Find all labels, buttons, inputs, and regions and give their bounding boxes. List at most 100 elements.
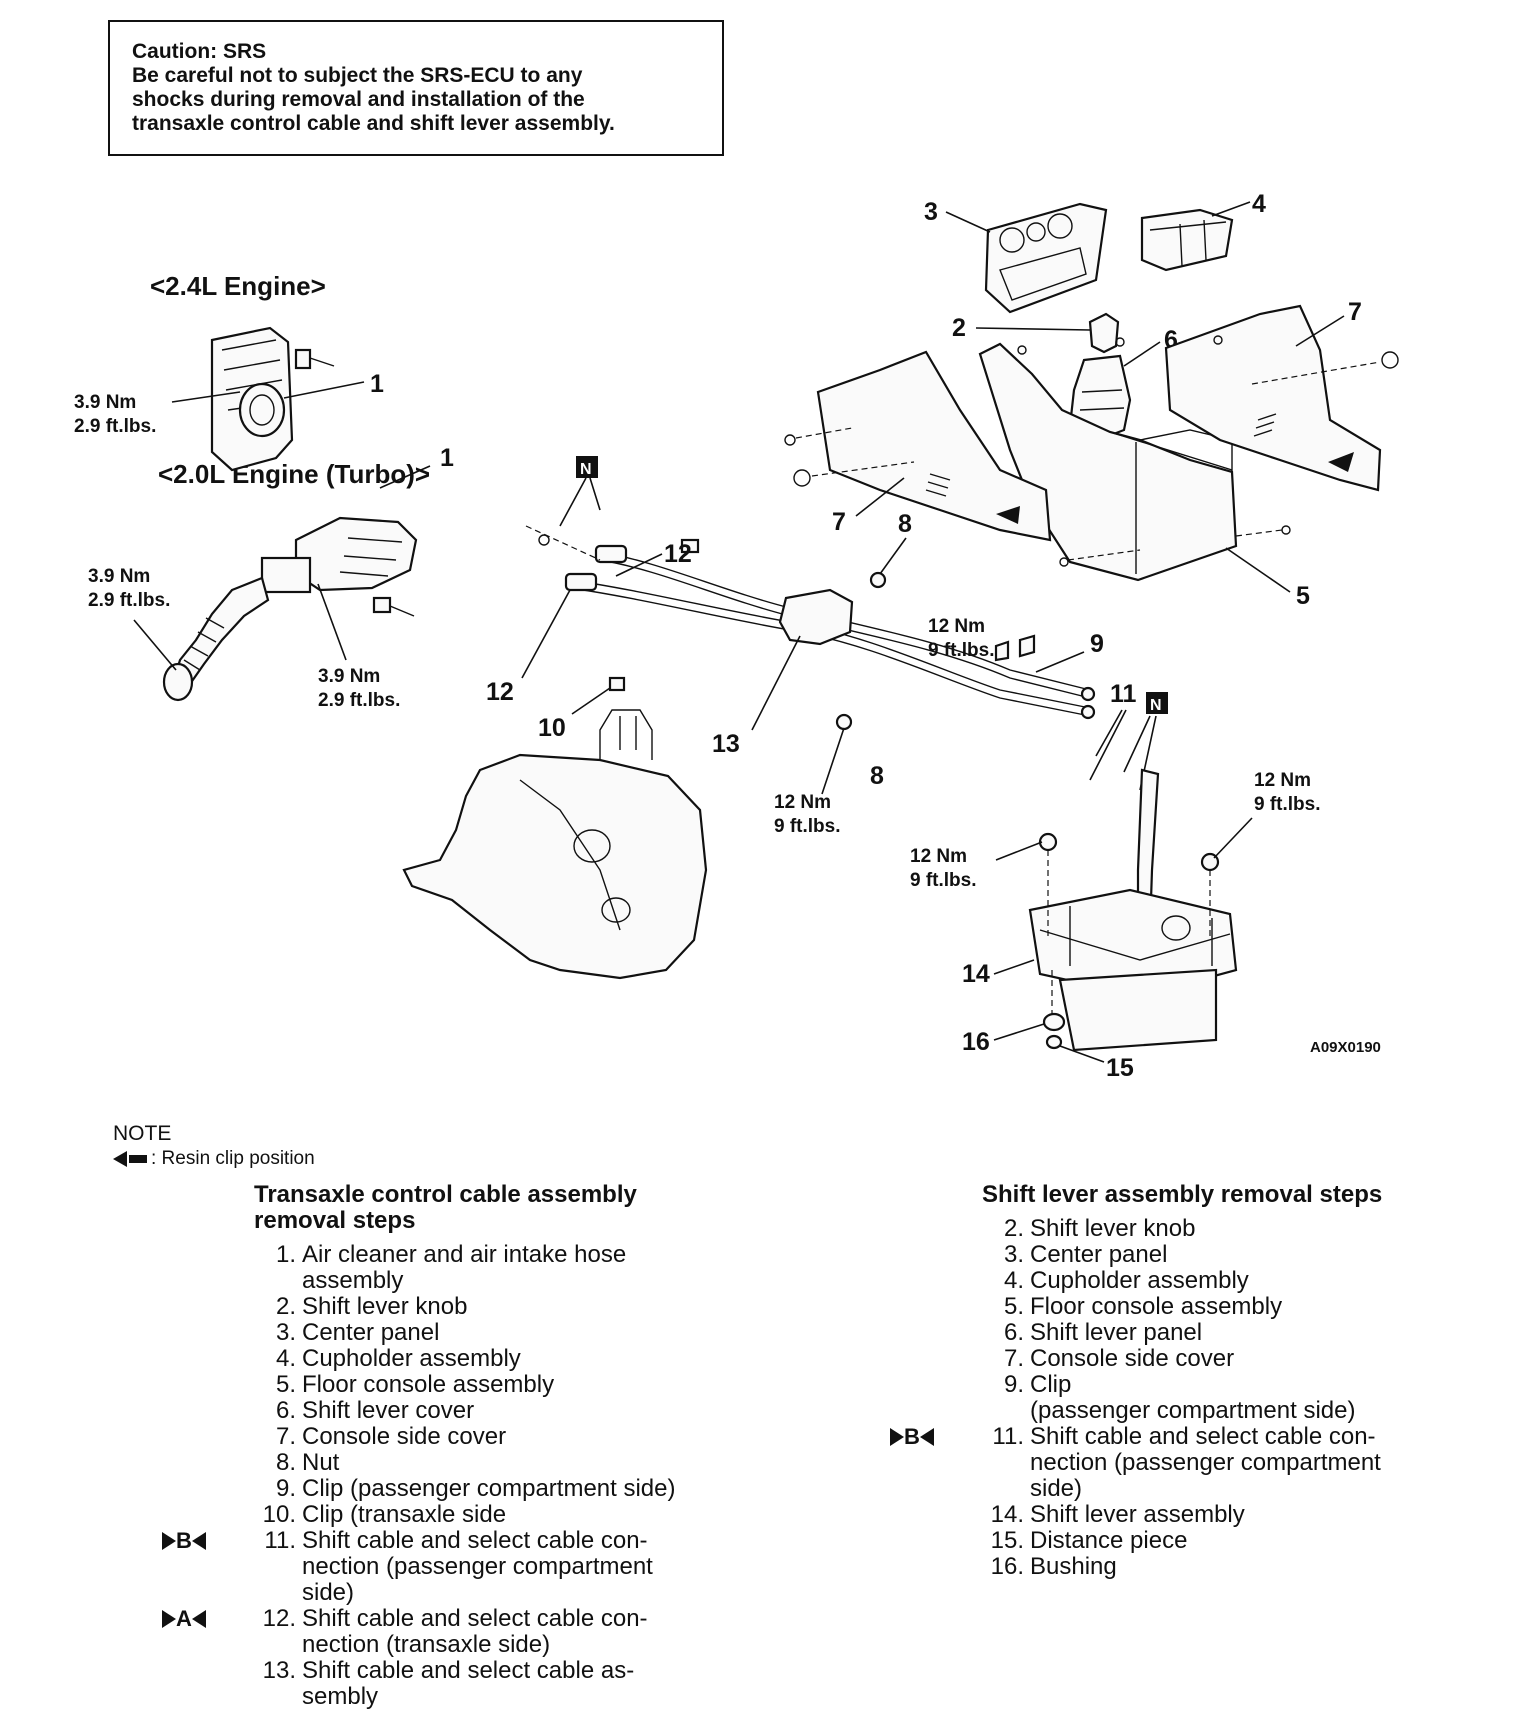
callout-8: 8 [898, 510, 912, 538]
engine-20-label: <2.0L Engine (Turbo)> [158, 459, 430, 489]
step-text-line: nection (passenger compartment [1030, 1449, 1381, 1476]
nut-part [835, 713, 853, 731]
engine-24-label: <2.4L Engine> [150, 271, 326, 301]
leader-line [993, 1023, 1045, 1041]
step-number: 4. [275, 1345, 296, 1372]
step-text: Nut [302, 1450, 734, 1476]
step-text-line: side) [302, 1579, 355, 1606]
step-text: Cupholder assembly [1030, 1268, 1462, 1294]
shift-lever-knob-part [1088, 312, 1120, 354]
leader-line [571, 687, 611, 715]
step-text-line: Nut [302, 1449, 340, 1476]
step-item: 7.Console side cover [254, 1424, 734, 1450]
step-item: 2.Shift lever knob [254, 1294, 734, 1320]
service-point-mark: B [162, 1528, 206, 1554]
step-item: 15.Distance piece [982, 1528, 1462, 1554]
caution-line: Be careful not to subject the SRS-ECU to… [132, 64, 583, 87]
step-text: Console side cover [1030, 1346, 1462, 1372]
alignment-line [525, 525, 601, 561]
bushing-part [1042, 1012, 1066, 1032]
callout-9: 9 [1090, 630, 1104, 658]
callout-12: 12 [664, 540, 692, 568]
leader-line [171, 391, 241, 403]
leader-line [559, 477, 601, 527]
step-text-line: Console side cover [1030, 1345, 1235, 1372]
step-text-line: Bushing [1030, 1553, 1117, 1580]
triangle-right-icon [890, 1428, 904, 1446]
step-number: 2. [1003, 1215, 1024, 1242]
air-cleaner-20-part [162, 516, 418, 702]
step-text: Shift cable and select cable as-sembly [302, 1658, 734, 1710]
step-text-line: Shift lever panel [1030, 1319, 1203, 1346]
torque-ft: 2.9 ft.lbs. [88, 590, 170, 611]
step-text: Shift cable and select cable con-nection… [302, 1528, 734, 1606]
step-text-line: Cupholder assembly [302, 1345, 521, 1372]
step-item: 2.Shift lever knob [982, 1216, 1462, 1242]
center-panel-part [984, 202, 1108, 314]
shift-lever-assembly-part [1028, 768, 1238, 1052]
step-number: 10. [262, 1501, 296, 1528]
step-item: 7.Console side cover [982, 1346, 1462, 1372]
callout-7: 7 [832, 508, 846, 536]
caution-title: Caution: SRS [132, 40, 267, 63]
transaxle-housing-part [402, 709, 708, 980]
step-item: 16.Bushing [982, 1554, 1462, 1580]
step-text-line: Shift lever knob [1030, 1215, 1196, 1242]
leader-line [751, 635, 801, 731]
step-number: 16. [990, 1553, 1024, 1580]
step-number: 7. [1003, 1345, 1024, 1372]
step-number: 9. [1003, 1371, 1024, 1398]
step-item: 6.Shift lever panel [982, 1320, 1462, 1346]
step-number: 13. [262, 1657, 296, 1684]
step-item: 4.Cupholder assembly [254, 1346, 734, 1372]
step-text-line: Shift lever cover [302, 1397, 475, 1424]
leader-line [1211, 201, 1251, 217]
step-number: 7. [275, 1423, 296, 1450]
transaxle-heading: Transaxle control cable assembly removal… [254, 1182, 734, 1234]
step-number: 14. [990, 1501, 1024, 1528]
resin-clip-arrow-icon [129, 1155, 147, 1163]
callout-4: 4 [1252, 190, 1266, 218]
leader-line [379, 465, 431, 489]
step-text: Floor console assembly [1030, 1294, 1462, 1320]
step-item: 5.Floor console assembly [254, 1372, 734, 1398]
step-number: 5. [1003, 1293, 1024, 1320]
callout-3: 3 [924, 198, 938, 226]
diagram-code: A09X0190 [1310, 1039, 1381, 1056]
step-item: 8.Nut [254, 1450, 734, 1476]
step-text-line: Console side cover [302, 1423, 507, 1450]
callout-7: 7 [1348, 298, 1362, 326]
step-text: Console side cover [302, 1424, 734, 1450]
caution-line: shocks during removal and installation o… [132, 88, 585, 111]
console-side-cover-part [816, 350, 1052, 542]
leader-line [1123, 341, 1161, 367]
step-number: 1. [275, 1241, 296, 1268]
bolt-part [1038, 832, 1058, 852]
note-legend: : Resin clip position [113, 1148, 315, 1170]
service-point-letter: B [904, 1424, 920, 1449]
leader-line [133, 619, 177, 671]
torque-ft: 2.9 ft.lbs. [74, 416, 156, 437]
screw-parts [784, 335, 1399, 567]
torque-nm: 12 Nm [774, 792, 831, 813]
step-item: 5.Floor console assembly [982, 1294, 1462, 1320]
step-text-line: Clip (passenger compartment side) [302, 1475, 676, 1502]
torque-nm: 3.9 Nm [74, 392, 136, 413]
leader-line [945, 211, 991, 233]
air-cleaner-24-part [210, 326, 335, 472]
step-text-line: Shift lever assembly [1030, 1501, 1245, 1528]
step-text-line: sembly [302, 1683, 379, 1710]
leader-line [1213, 817, 1253, 859]
step-text-line: (passenger compartment side) [1030, 1397, 1356, 1424]
shift-select-cable-part [564, 512, 1106, 720]
step-text: Clip(passenger compartment side) [1030, 1372, 1462, 1424]
triangle-right-icon [162, 1610, 176, 1628]
leader-line [855, 477, 905, 517]
triangle-left-icon [919, 1428, 934, 1446]
step-item: 4.Cupholder assembly [982, 1268, 1462, 1294]
step-item: 3.Center panel [982, 1242, 1462, 1268]
